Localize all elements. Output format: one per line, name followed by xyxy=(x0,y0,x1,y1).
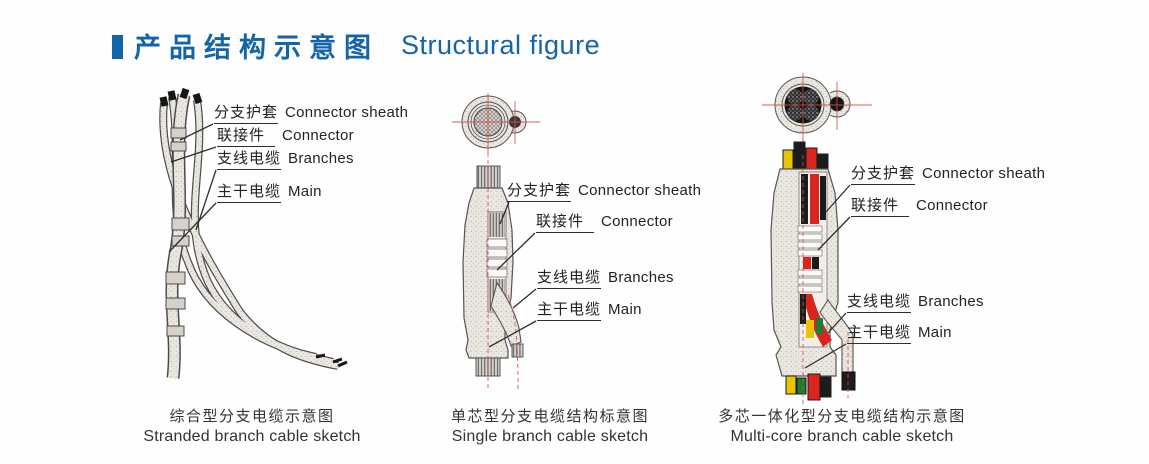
centerlines xyxy=(487,160,519,391)
label-en: Connector sheath xyxy=(922,165,1046,182)
label-en: Connector sheath xyxy=(285,104,409,121)
caption-multicore: 多芯一体化型分支电缆结构示意图 Multi-core branch cable … xyxy=(692,405,992,446)
core-strands xyxy=(787,89,819,121)
label-branches: 支线电缆 Branches xyxy=(847,294,984,313)
label-connector-sheath: 分支护套 Connector sheath xyxy=(507,183,701,202)
label-zh: 分支护套 xyxy=(851,166,916,185)
caption-zh: 单芯型分支电缆结构标意图 xyxy=(450,408,649,425)
label-zh: 主干电缆 xyxy=(847,325,912,344)
label-en: Connector xyxy=(282,127,354,144)
page-title-en: Structural figure xyxy=(401,30,601,60)
section-bullet-icon xyxy=(112,34,123,59)
stranded-cable-drawing xyxy=(159,87,348,379)
single-cable-body xyxy=(462,160,524,391)
label-zh: 分支护套 xyxy=(507,183,572,202)
top-wire-stubs xyxy=(782,141,829,171)
connector-blocks xyxy=(165,127,190,337)
label-connector: 联接件 Connector xyxy=(217,128,354,147)
label-main: 主干电缆 Main xyxy=(847,325,952,344)
label-connector-sheath: 分支护套 Connector sheath xyxy=(214,105,408,124)
label-connector: 联接件 Connector xyxy=(536,214,673,233)
label-en: Branches xyxy=(288,150,354,167)
connector-blocks xyxy=(486,238,508,278)
label-zh: 支线电缆 xyxy=(537,270,602,289)
cable-tips xyxy=(159,87,203,107)
label-en: Connector xyxy=(916,197,988,214)
label-en: Main xyxy=(608,301,642,318)
caption-en: Single branch cable sketch xyxy=(451,428,649,445)
label-zh: 主干电缆 xyxy=(537,302,602,321)
caption-stranded: 综合型分支电缆示意图 Stranded branch cable sketch xyxy=(102,405,402,446)
caption-en: Multi-core branch cable sketch xyxy=(730,428,954,445)
section-header: 产品结构示意图 Structural figure xyxy=(112,26,600,65)
label-zh: 主干电缆 xyxy=(217,184,282,203)
label-zh: 联接件 xyxy=(536,214,594,233)
page-title-zh: 产品结构示意图 xyxy=(134,33,379,63)
caption-single: 单芯型分支电缆结构标意图 Single branch cable sketch xyxy=(400,405,700,446)
leader-lines xyxy=(168,123,851,369)
label-zh: 支线电缆 xyxy=(217,151,282,170)
crosshair-lines xyxy=(452,93,540,157)
crosshair-lines xyxy=(762,73,872,152)
label-en: Connector sheath xyxy=(578,182,702,199)
cutaway-wires xyxy=(800,174,832,347)
label-en: Branches xyxy=(918,293,984,310)
label-connector-sheath: 分支护套 Connector sheath xyxy=(851,166,1045,185)
branch-end-tips xyxy=(315,353,348,368)
caption-en: Stranded branch cable sketch xyxy=(143,428,361,445)
multicore-cable-cross-section xyxy=(762,73,872,152)
label-main: 主干电缆 Main xyxy=(217,184,322,203)
label-connector: 联接件 Connector xyxy=(851,198,988,217)
label-zh: 支线电缆 xyxy=(847,294,912,313)
connector-blocks xyxy=(797,225,823,293)
label-main: 主干电缆 Main xyxy=(537,302,642,321)
bottom-wire-stubs xyxy=(785,373,832,401)
label-en: Main xyxy=(288,183,322,200)
multicore-cable-body xyxy=(770,141,856,404)
label-branches: 支线电缆 Branches xyxy=(217,151,354,170)
label-en: Connector xyxy=(601,213,673,230)
label-en: Branches xyxy=(608,269,674,286)
label-en: Main xyxy=(918,324,952,341)
single-cable-cross-section xyxy=(452,93,540,157)
caption-zh: 综合型分支电缆示意图 xyxy=(169,408,335,425)
label-zh: 联接件 xyxy=(851,198,909,217)
label-branches: 支线电缆 Branches xyxy=(537,270,674,289)
caption-zh: 多芯一体化型分支电缆结构示意图 xyxy=(718,408,966,425)
label-zh: 联接件 xyxy=(217,128,275,147)
label-zh: 分支护套 xyxy=(214,105,279,124)
